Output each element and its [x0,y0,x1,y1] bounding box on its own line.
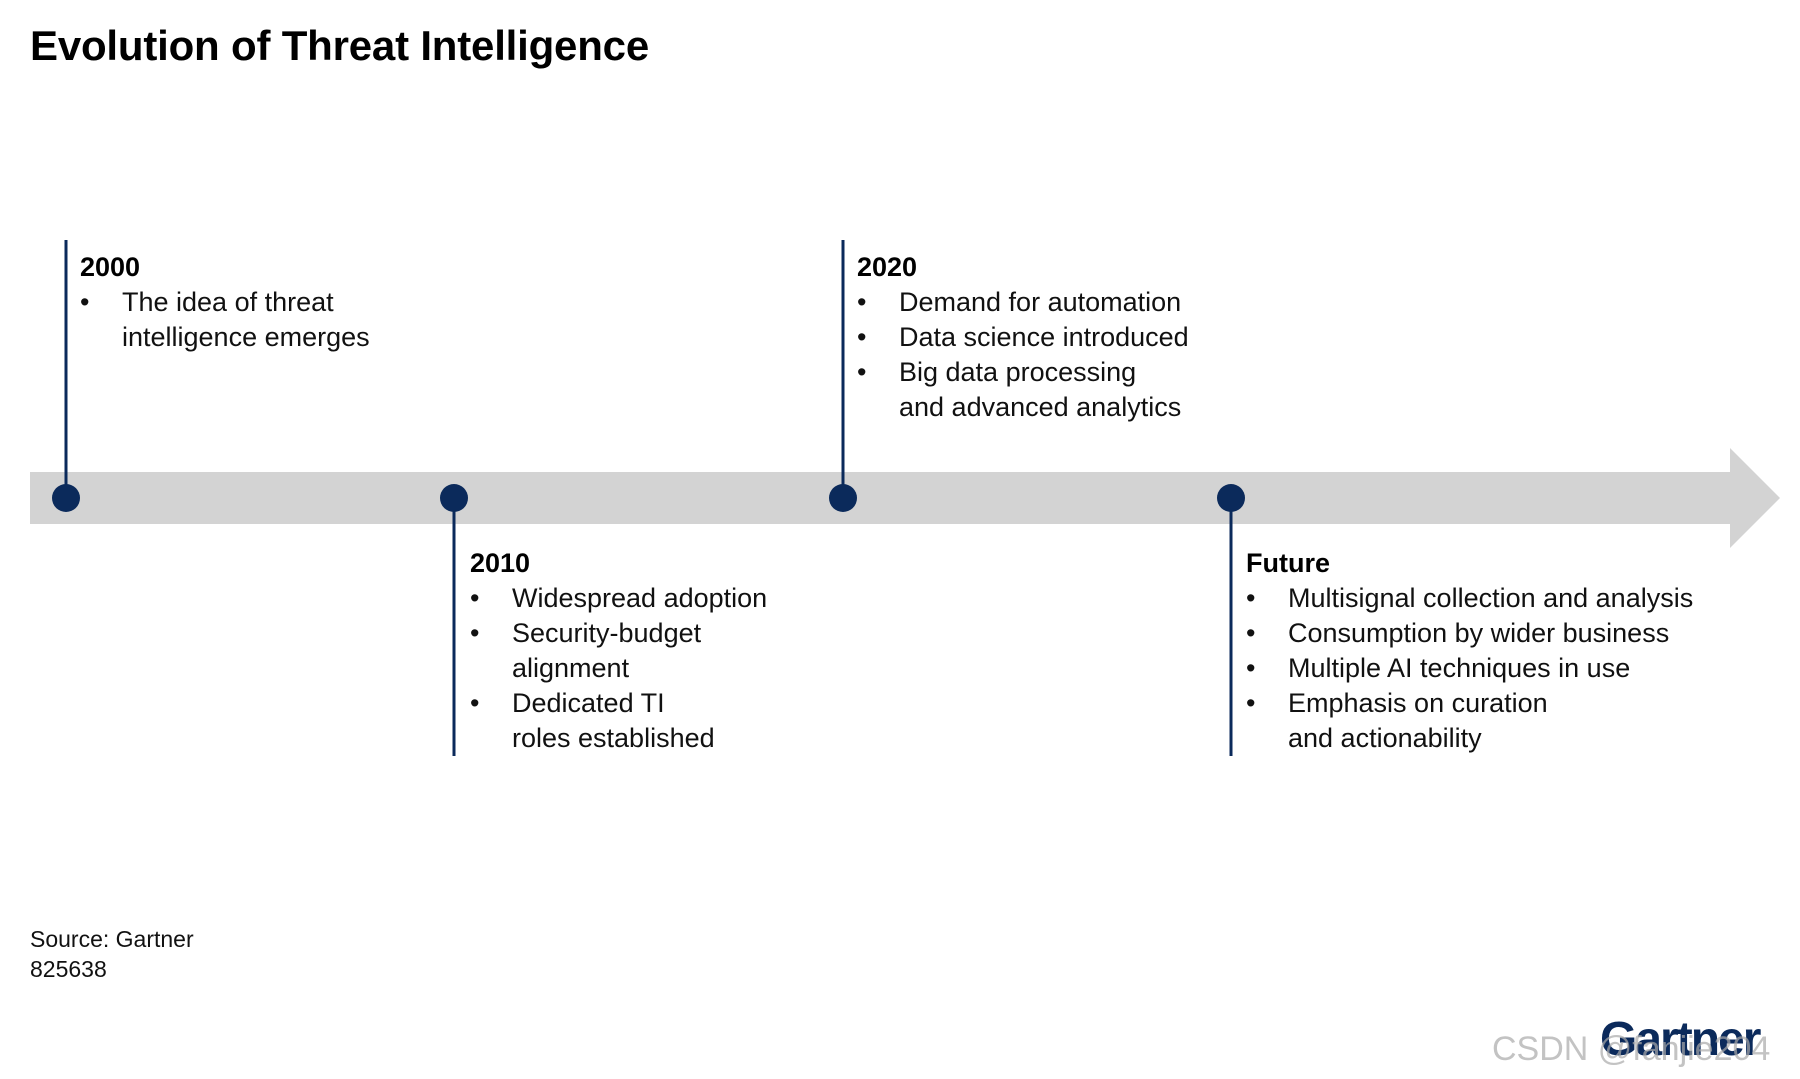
event-bullet: The idea of threat intelligence emerges [80,285,370,355]
event-2000: 2000 The idea of threat intelligence eme… [80,250,370,355]
event-bullet: Multisignal collection and analysis [1246,581,1693,616]
event-2010: 2010 Widespread adoption Security-budget… [470,546,767,756]
timeline-marker-2000 [52,484,80,512]
event-bullet: Consumption by wider business [1246,616,1693,651]
bullet-text: Multisignal collection and analysis [1288,583,1694,613]
bullet-text: Multiple AI techniques in use [1288,653,1631,683]
bullet-text: Big data processing and advanced analyti… [899,357,1182,422]
event-bullets: Widespread adoption Security-budget alig… [470,581,767,756]
event-bullet: Emphasis on curation and actionability [1246,686,1693,756]
event-2020: 2020 Demand for automation Data science … [857,250,1189,425]
event-bullet: Demand for automation [857,285,1189,320]
timeline-marker-2010 [440,484,468,512]
bullet-text: Widespread adoption [512,583,768,613]
bullet-text: Security-budget alignment [512,618,702,683]
bullet-text: Data science introduced [899,322,1189,352]
bullet-text: The idea of threat intelligence emerges [122,287,370,352]
timeline-marker-2020 [829,484,857,512]
event-year: Future [1246,548,1330,578]
timeline-arrow [30,448,1780,548]
event-bullets: Demand for automation Data science intro… [857,285,1189,425]
event-bullet: Widespread adoption [470,581,767,616]
gartner-logo: Gartner [1600,1013,1761,1066]
event-bullet: Security-budget alignment [470,616,767,686]
document-id: 825638 [30,956,107,982]
watermark: CSDN @fanjie204 [1492,1030,1771,1068]
bullet-text: Demand for automation [899,287,1182,317]
event-year: 2020 [857,252,918,282]
page-title: Evolution of Threat Intelligence [30,22,649,69]
event-bullet: Big data processing and advanced analyti… [857,355,1189,425]
event-year: 2000 [80,252,141,282]
bullet-text: Consumption by wider business [1288,618,1670,648]
event-bullet: Multiple AI techniques in use [1246,651,1693,686]
event-bullet: Dedicated TI roles established [470,686,767,756]
source-note: Source: Gartner 825638 [30,924,194,984]
event-future: Future Multisignal collection and analys… [1246,546,1693,756]
timeline-marker-future [1217,484,1245,512]
event-year: 2010 [470,548,531,578]
event-bullet: Data science introduced [857,320,1189,355]
event-bullets: Multisignal collection and analysis Cons… [1246,581,1693,756]
event-bullets: The idea of threat intelligence emerges [80,285,370,355]
source-label: Source: Gartner [30,926,194,952]
bullet-text: Emphasis on curation and actionability [1288,688,1548,753]
bullet-text: Dedicated TI roles established [512,688,715,753]
